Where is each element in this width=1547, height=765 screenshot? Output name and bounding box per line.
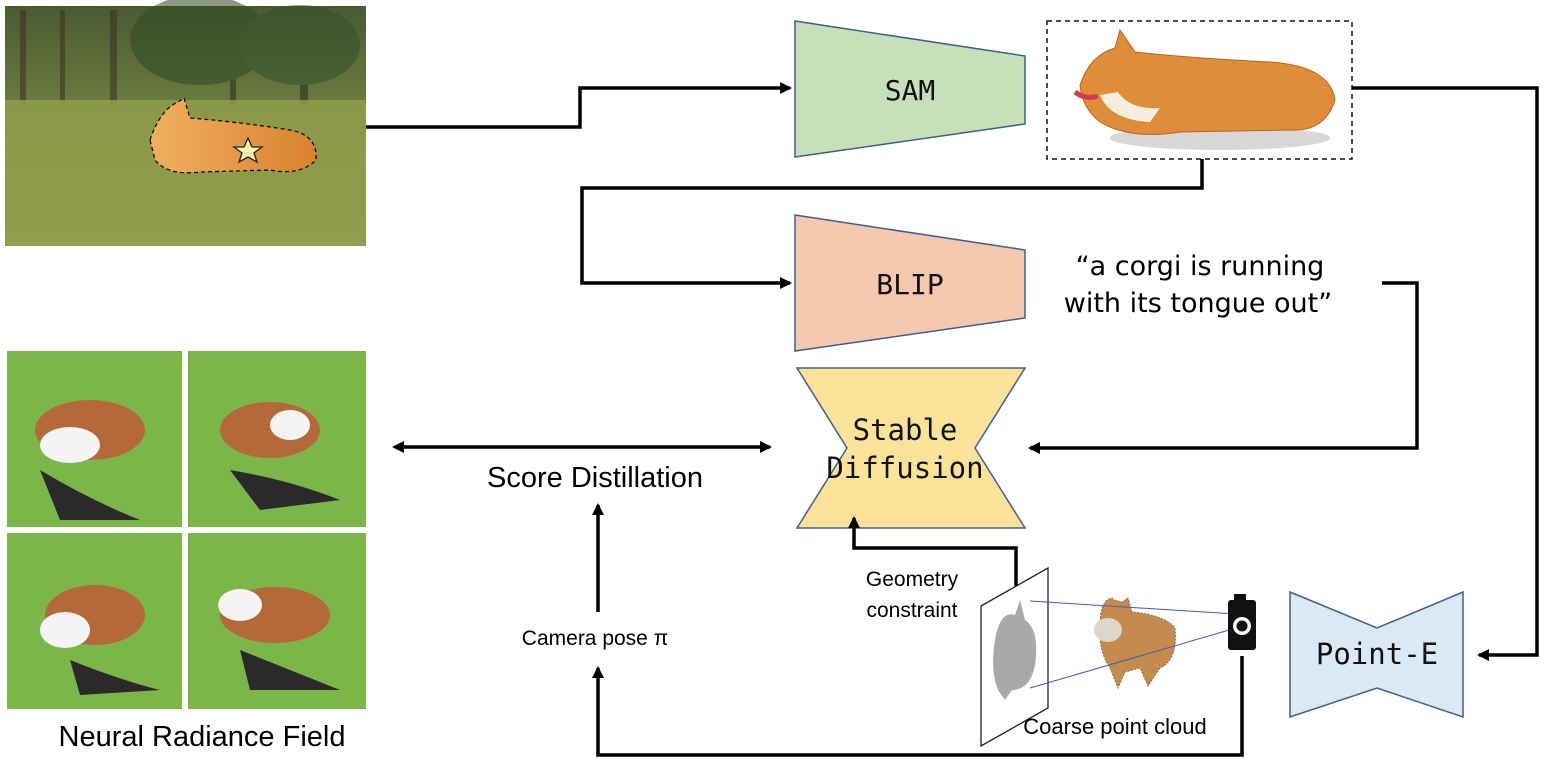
sam-label: SAM bbox=[885, 74, 936, 107]
geometry-label-2: constraint bbox=[866, 599, 957, 622]
projection-ray-top bbox=[1029, 600, 1237, 615]
stable-diffusion-module: Stable Diffusion bbox=[795, 367, 1027, 529]
coarse-point-cloud-label: Coarse point cloud bbox=[1023, 714, 1206, 739]
depth-plane bbox=[980, 566, 1049, 748]
input-photo bbox=[5, 0, 366, 246]
blip-module: BLIP bbox=[794, 214, 1026, 352]
arrow-caption-to-sd bbox=[1028, 281, 1419, 454]
connectors bbox=[366, 82, 1539, 757]
camera-icon bbox=[1228, 594, 1256, 650]
point-e-label: Point-E bbox=[1316, 637, 1438, 671]
caption-line-2: with its tongue out” bbox=[1064, 288, 1332, 319]
camera-pose-label: Camera pose π bbox=[522, 627, 668, 650]
caption-line-1: “a corgi is running bbox=[1076, 251, 1325, 282]
arrow-camera-loop bbox=[592, 656, 1244, 757]
segmented-corgi bbox=[1046, 20, 1353, 160]
star-icon bbox=[232, 136, 264, 164]
nerf-label: Neural Radiance Field bbox=[59, 721, 346, 753]
arrow-segment-to-point-e bbox=[1352, 86, 1539, 661]
stable-diffusion-label-2: Diffusion bbox=[826, 451, 983, 485]
corgi-photo bbox=[149, 96, 317, 174]
arrow-geometry-to-sd bbox=[848, 516, 1018, 586]
point-e-module: Point-E bbox=[1289, 590, 1464, 719]
stable-diffusion-label-1: Stable bbox=[853, 413, 958, 447]
nerf-renderings bbox=[7, 351, 366, 709]
sam-module: SAM bbox=[794, 20, 1026, 158]
score-distillation-label: Score Distillation bbox=[487, 462, 703, 494]
blip-label: BLIP bbox=[876, 268, 943, 301]
point-cloud-corgi bbox=[1094, 597, 1176, 690]
arrow-photo-to-sam bbox=[366, 82, 792, 129]
arrow-segment-to-blip bbox=[580, 159, 1204, 289]
projection-ray-bottom bbox=[1029, 627, 1237, 689]
geometry-label-1: Geometry bbox=[866, 568, 959, 591]
